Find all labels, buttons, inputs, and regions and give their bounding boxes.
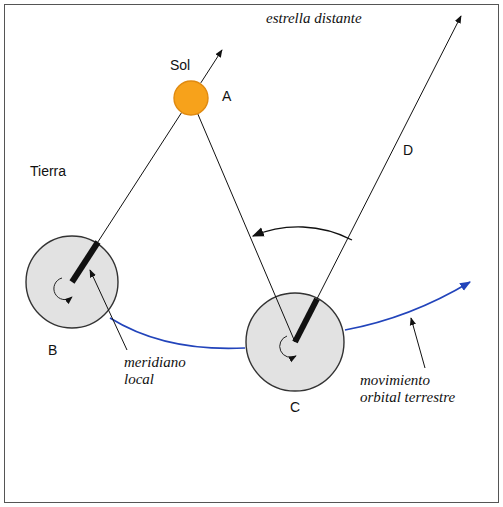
callout-label: movimiento orbital terrestre (360, 372, 465, 407)
leader-line (90, 270, 127, 350)
sight-line (97, 112, 182, 243)
sun-circle (174, 81, 208, 115)
body-name: Tierra (30, 163, 66, 179)
orbit-path (110, 318, 245, 348)
earth-circle (26, 236, 118, 328)
sight-line (295, 16, 461, 342)
earth-circle: C (245, 292, 345, 392)
body-name: Sol (170, 57, 190, 73)
meridian-bar (72, 242, 98, 282)
point-letter: A (222, 88, 231, 104)
sun-circle: SolA (173, 80, 209, 116)
sight-line (198, 114, 276, 297)
rotation-arrow (280, 336, 296, 357)
point-letter: D (403, 142, 413, 158)
rotation-arrow (54, 278, 72, 300)
star-label: estrella distante (266, 10, 362, 27)
shape-outline (245, 292, 345, 392)
sight-line (201, 50, 222, 83)
callout-label: meridiano local (124, 354, 199, 389)
earth-circle (246, 293, 344, 391)
leader-line (411, 318, 425, 368)
frame (5, 5, 499, 503)
shape-outline (25, 235, 119, 329)
orbit-path (345, 282, 470, 330)
earth-circle: TierraB (25, 235, 119, 329)
sight-line (275, 296, 295, 342)
meridian-bar (295, 299, 317, 342)
angle-arrow (253, 227, 352, 240)
shape-outline (173, 80, 209, 116)
point-letter: B (48, 342, 57, 358)
point-letter: C (290, 399, 300, 415)
